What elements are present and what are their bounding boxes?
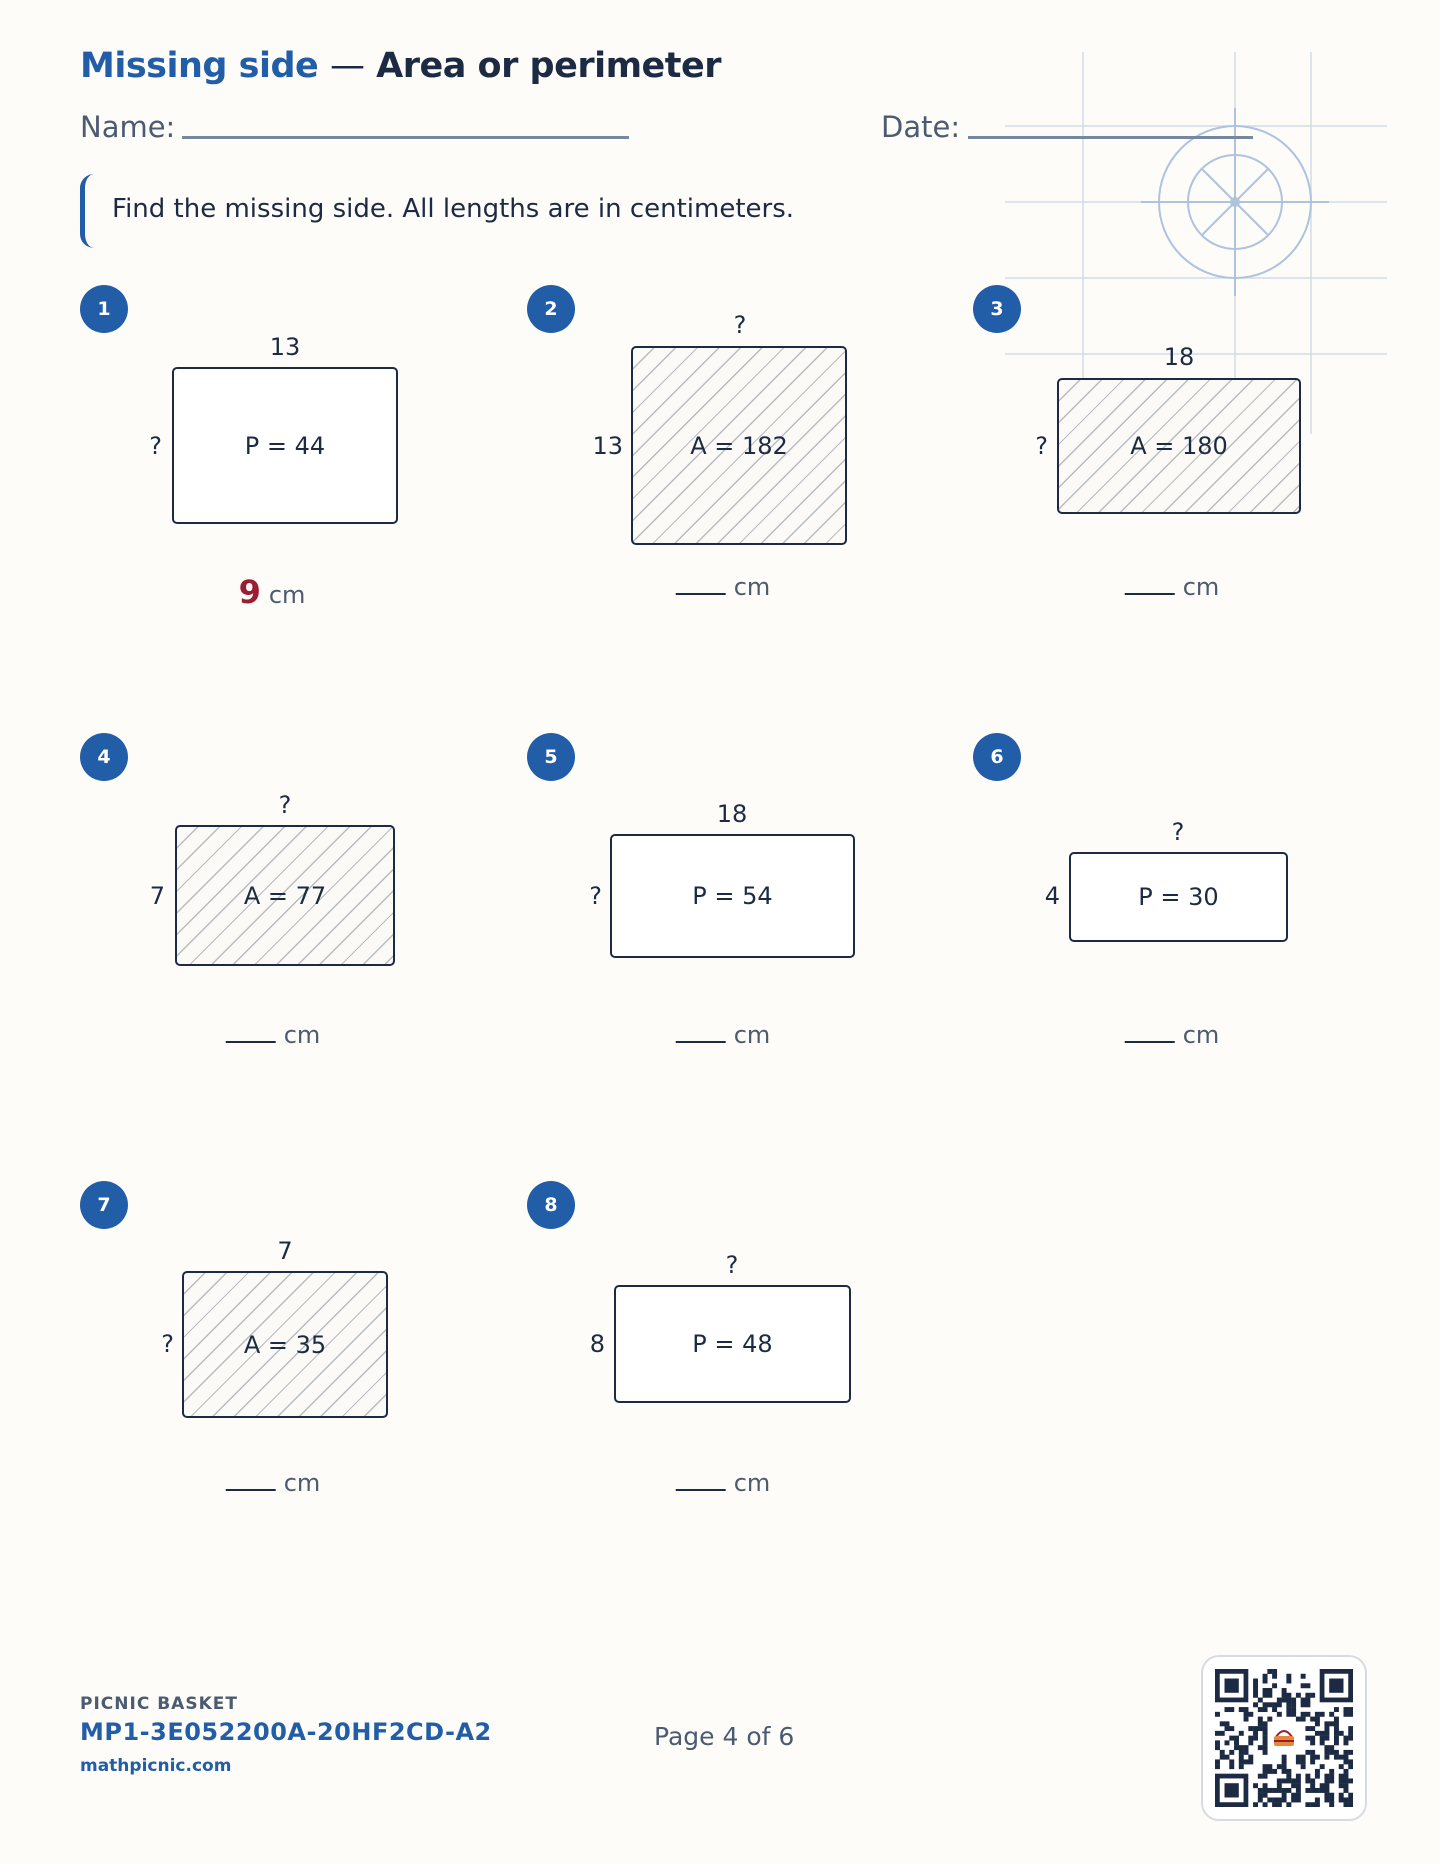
problem-6: 6 ? 4 P = 30 cm	[973, 733, 1413, 1163]
footer-brand: PICNIC BASKET	[80, 1694, 238, 1714]
problem-1: 1 13 ? P = 44 9 cm	[80, 285, 520, 715]
answer-value: 9	[238, 573, 261, 611]
left-side-label: ?	[149, 432, 162, 460]
rectangle-figure: P = 48	[614, 1285, 851, 1403]
top-side-label: 13	[269, 333, 301, 361]
answer-unit: cm	[283, 1021, 321, 1049]
rectangle-figure: P = 30	[1069, 852, 1288, 942]
title-separator: —	[329, 46, 365, 86]
title-topic: Missing side	[80, 46, 319, 86]
answer-unit: cm	[1182, 573, 1220, 601]
figure-measure: A = 180	[1130, 432, 1228, 460]
answer-unit: cm	[733, 1021, 771, 1049]
date-line[interactable]	[968, 136, 1253, 139]
figure-measure: A = 182	[690, 431, 788, 460]
rectangle-figure: P = 44	[172, 367, 398, 524]
name-line[interactable]	[182, 136, 629, 139]
problem-4: 4 ? 7 A = 77 cm	[80, 733, 520, 1163]
problem-3: 3 18 ? A = 180 cm	[973, 285, 1413, 715]
answer-blank[interactable]	[1124, 579, 1175, 595]
problem-2: 2 ? 13 A = 182 cm	[527, 285, 967, 715]
answer-unit: cm	[733, 1469, 771, 1497]
answer-blank[interactable]	[675, 1027, 726, 1043]
problem-5: 5 18 ? P = 54 cm	[527, 733, 967, 1163]
answer-slot[interactable]: 9 cm	[239, 573, 306, 611]
problem-number-badge: 8	[527, 1181, 575, 1229]
problem-number-badge: 6	[973, 733, 1021, 781]
problem-8: 8 ? 8 P = 48 cm	[527, 1181, 967, 1611]
picnic-basket-icon	[1270, 1724, 1298, 1752]
site-link[interactable]: mathpicnic.com	[80, 1756, 232, 1776]
top-side-label: 18	[1163, 343, 1195, 371]
instruction-text: Find the missing side. All lengths are i…	[112, 194, 795, 224]
page-title: Missing side — Area or perimeter	[80, 46, 722, 86]
page-indicator: Page 4 of 6	[654, 1722, 795, 1751]
problem-number-badge: 2	[527, 285, 575, 333]
rectangle-figure: A = 77	[175, 825, 395, 966]
answer-blank[interactable]	[1124, 1027, 1175, 1043]
top-side-label: 7	[277, 1237, 293, 1265]
answer-slot[interactable]: cm	[675, 573, 771, 601]
answer-blank[interactable]	[675, 1475, 726, 1491]
date-label: Date:	[881, 110, 961, 144]
left-side-label: 7	[149, 882, 165, 910]
top-side-label: ?	[1171, 818, 1185, 846]
qr-code-icon	[1215, 1669, 1353, 1807]
target-grid-icon	[1005, 52, 1387, 434]
answer-unit: cm	[283, 1469, 321, 1497]
left-side-label: ?	[1035, 432, 1048, 460]
instruction-bracket	[80, 174, 94, 248]
left-side-label: 4	[1044, 882, 1060, 910]
figure-measure: A = 35	[243, 1330, 327, 1359]
answer-blank[interactable]	[225, 1475, 276, 1491]
left-side-label: 13	[592, 432, 623, 460]
figure-measure: A = 77	[243, 881, 327, 910]
figure-measure: P = 48	[692, 1330, 773, 1358]
answer-blank[interactable]	[225, 1027, 276, 1043]
rectangle-figure: A = 35	[182, 1271, 388, 1418]
answer-blank[interactable]	[675, 579, 726, 595]
rectangle-figure: A = 182	[631, 346, 847, 545]
figure-measure: P = 44	[244, 431, 326, 460]
problem-number-badge: 5	[527, 733, 575, 781]
rectangle-figure: P = 54	[610, 834, 855, 958]
name-label: Name:	[80, 110, 176, 144]
problem-number-badge: 3	[973, 285, 1021, 333]
left-side-label: 8	[589, 1330, 605, 1358]
top-side-label: 18	[716, 800, 748, 828]
answer-slot[interactable]: cm	[1124, 1021, 1220, 1049]
instruction-box: Find the missing side. All lengths are i…	[80, 174, 840, 248]
top-side-label: ?	[733, 311, 747, 339]
answer-slot[interactable]: cm	[675, 1021, 771, 1049]
left-side-label: ?	[161, 1330, 174, 1358]
answer-unit: cm	[733, 573, 771, 601]
answer-unit: cm	[268, 581, 306, 609]
problem-number-badge: 7	[80, 1181, 128, 1229]
top-side-label: ?	[278, 791, 292, 819]
problem-7: 7 7 ? A = 35 cm	[80, 1181, 520, 1611]
answer-slot[interactable]: cm	[1124, 573, 1220, 601]
problem-number-badge: 4	[80, 733, 128, 781]
figure-measure: P = 54	[692, 882, 773, 910]
rectangle-figure: A = 180	[1057, 378, 1301, 514]
answer-slot[interactable]: cm	[225, 1469, 321, 1497]
qr-code-frame[interactable]	[1201, 1655, 1367, 1821]
title-subtopic: Area or perimeter	[376, 46, 722, 86]
worksheet-code: MP1-3E052200A-20HF2CD-A2	[80, 1718, 492, 1746]
problem-number-badge: 1	[80, 285, 128, 333]
figure-measure: P = 30	[1138, 883, 1219, 911]
answer-slot[interactable]: cm	[675, 1469, 771, 1497]
answer-unit: cm	[1182, 1021, 1220, 1049]
left-side-label: ?	[589, 882, 602, 910]
top-side-label: ?	[725, 1251, 739, 1279]
answer-slot[interactable]: cm	[225, 1021, 321, 1049]
